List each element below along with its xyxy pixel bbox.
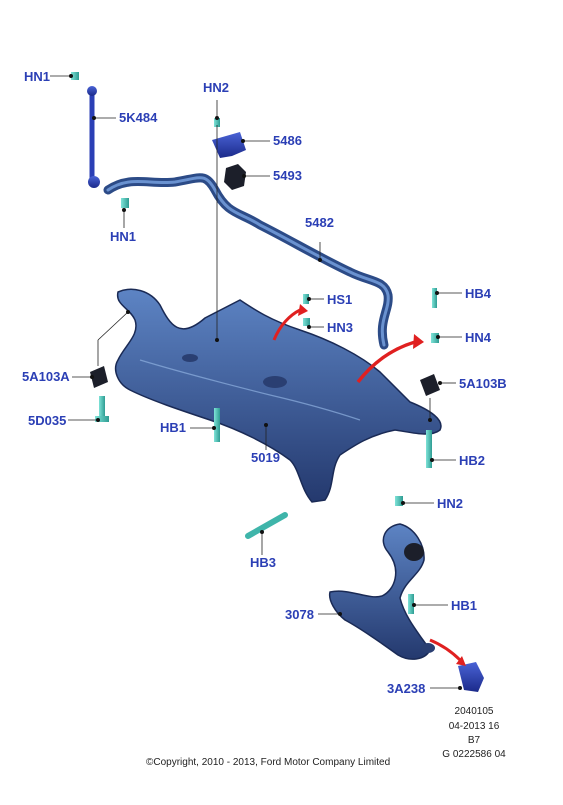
copyright-notice: ©Copyright, 2010 - 2013, Ford Motor Comp… xyxy=(146,757,391,768)
callout-hn2-top: HN2 xyxy=(203,80,230,95)
callout-hn3: HN3 xyxy=(327,320,354,335)
mount-5a103b xyxy=(420,374,440,396)
callout-hb3: HB3 xyxy=(250,555,277,570)
reference-line-2: 04-2013 16 xyxy=(448,721,500,732)
callout-5a103b: 5A103B xyxy=(459,376,507,391)
assembly-arrows xyxy=(272,304,466,666)
leader-dots xyxy=(69,74,462,690)
callout-hn1-top: HN1 xyxy=(24,69,51,84)
lower-control-arm xyxy=(328,523,435,660)
callout-3a238: 3A238 xyxy=(387,681,426,696)
callout-5d035: 5D035 xyxy=(28,413,67,428)
callout-5019: 5019 xyxy=(251,450,280,465)
callout-5a103a: 5A103A xyxy=(22,369,70,384)
stabilizer-link xyxy=(71,72,129,208)
callout-5493: 5493 xyxy=(273,168,302,183)
reference-line-3: B7 xyxy=(467,735,481,746)
callout-hn4: HN4 xyxy=(465,330,492,345)
reference-line-1: 2040105 xyxy=(454,706,494,717)
bushing-bracket xyxy=(212,118,246,158)
leader-lines xyxy=(50,75,462,689)
callout-3078: 3078 xyxy=(285,607,314,622)
callout-5k484: 5K484 xyxy=(119,110,158,125)
callout-hb4: HB4 xyxy=(465,286,492,301)
callout-5486: 5486 xyxy=(273,133,302,148)
fasteners xyxy=(95,288,439,614)
callout-5482: 5482 xyxy=(305,215,334,230)
callout-hb1-right: HB1 xyxy=(451,598,478,613)
callout-hn1-bottom: HN1 xyxy=(110,229,137,244)
bushing xyxy=(224,164,246,190)
callout-hb1-left: HB1 xyxy=(160,420,187,435)
callout-hs1: HS1 xyxy=(327,292,353,307)
subframe xyxy=(114,288,442,503)
ball-joint-clamp xyxy=(458,662,484,692)
reference-line-4: G 0222586 04 xyxy=(442,749,506,760)
callout-hb2: HB2 xyxy=(459,453,486,468)
mount-5a103a xyxy=(90,366,108,388)
stabilizer-bar xyxy=(103,173,393,350)
callout-hn2-bottom: HN2 xyxy=(437,496,464,511)
